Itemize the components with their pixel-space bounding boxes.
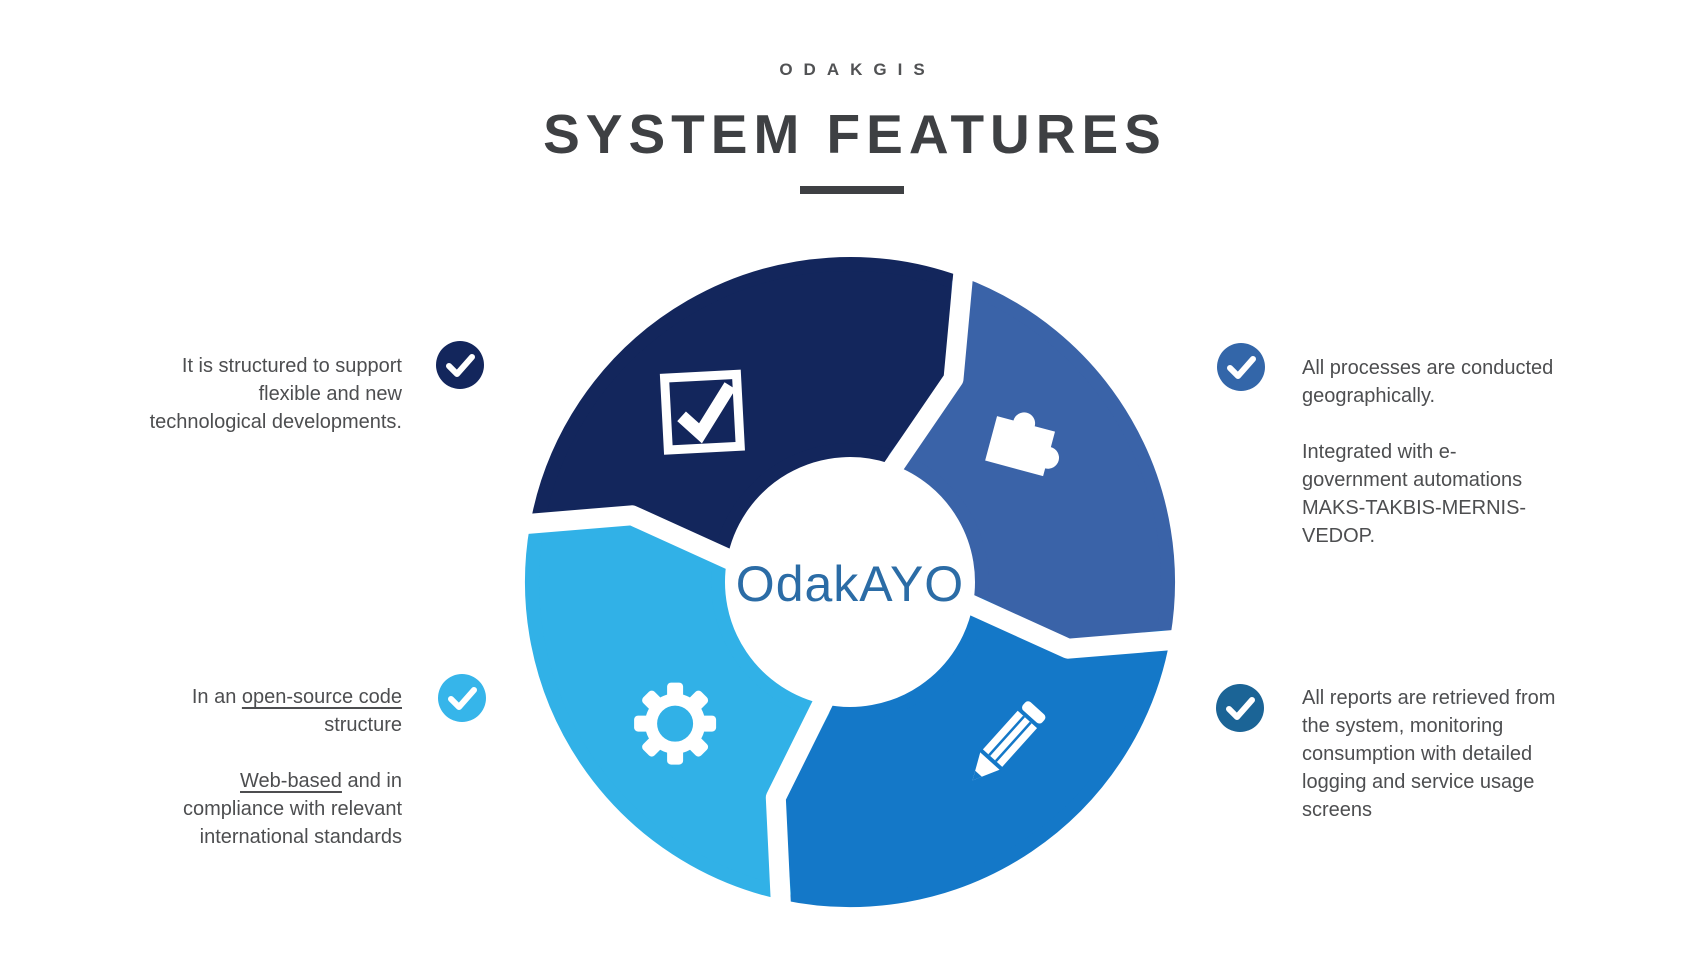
text-run: consumption with detailed <box>1302 743 1533 765</box>
feature-text-flexible-tech: It is structured to support flexible and … <box>52 352 402 436</box>
check-circle-icon <box>1216 684 1264 732</box>
diagram-center-label: OdakAYO <box>735 556 965 612</box>
segment-gap <box>522 505 738 571</box>
text-run: All processes are conducted <box>1302 357 1554 379</box>
text-run: In an <box>191 686 242 708</box>
text-run: Integrated with e- <box>1302 441 1457 463</box>
text-run: government automations <box>1302 469 1523 491</box>
text-run: VEDOP. <box>1302 525 1375 547</box>
title-underline <box>800 185 904 194</box>
check-circle-icon <box>438 674 486 722</box>
check-circle-icon <box>1217 343 1265 391</box>
text-run: MAKS-TAKBIS-MERNIS- <box>1302 497 1527 519</box>
text-run: geographically. <box>1302 385 1436 407</box>
underlined-text[interactable]: Web-based <box>240 770 342 792</box>
segment-gap <box>962 593 1178 659</box>
checkbox-icon <box>659 369 745 455</box>
segment-top-left <box>529 257 966 567</box>
text-run: compliance with relevant <box>183 798 402 820</box>
text-run: flexible and new <box>258 383 402 405</box>
text-run: structure <box>324 714 402 736</box>
segment-gap <box>882 269 974 477</box>
text-run: It is structured to support <box>181 355 402 377</box>
brand-eyebrow: ODAKGIS <box>779 60 936 79</box>
text-run: logging and service usage <box>1302 771 1535 793</box>
gear-icon <box>634 682 717 765</box>
text-run: the system, monitoring <box>1302 715 1504 737</box>
text-run: international standards <box>199 826 402 848</box>
text-run: and in <box>341 770 402 792</box>
slide-header: ODAKGIS SYSTEM FEATURES <box>0 0 1704 194</box>
pencil-icon <box>972 701 1046 781</box>
page-title: SYSTEM FEATURES <box>543 103 1167 165</box>
segment-bottom-right <box>768 597 1171 907</box>
text-run: All reports are retrieved from <box>1302 687 1556 709</box>
underlined-text[interactable]: open-source code <box>241 686 402 708</box>
text-run: technological developments. <box>149 411 402 433</box>
feature-text-reports-logging: All reports are retrieved from the system… <box>1302 684 1652 824</box>
segment-gap <box>765 692 835 908</box>
feature-text-geographic-processes: All processes are conducted geographicall… <box>1302 354 1647 550</box>
check-circle-icon <box>436 341 484 389</box>
puzzle-icon <box>985 412 1059 477</box>
text-run: screens <box>1302 799 1373 821</box>
